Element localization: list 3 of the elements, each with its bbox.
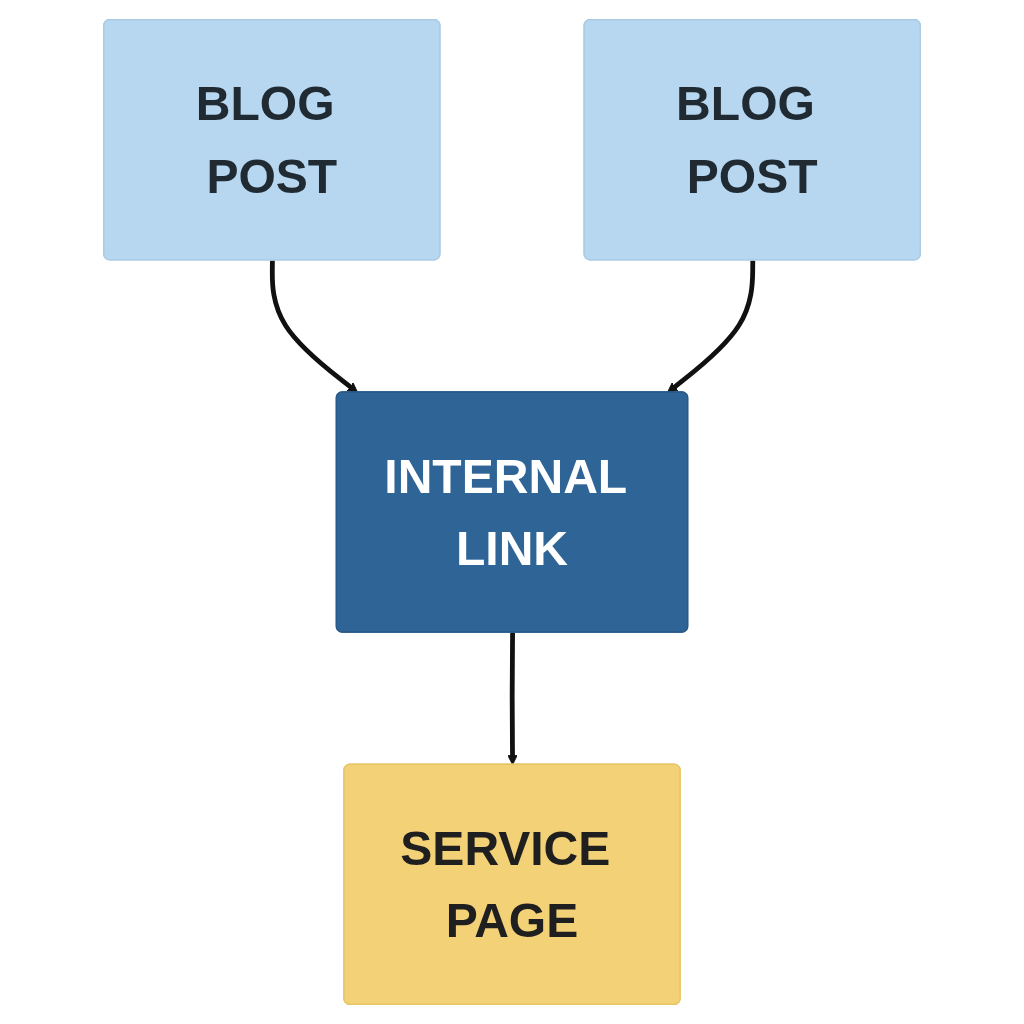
arrow	[269, 260, 359, 393]
arrow	[507, 632, 518, 766]
arrow	[667, 260, 756, 393]
